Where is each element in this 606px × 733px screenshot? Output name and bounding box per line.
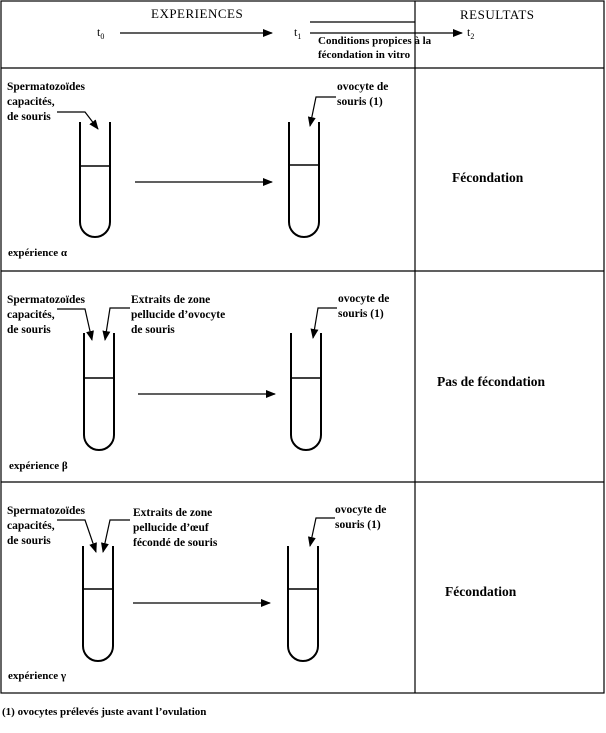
sperm-pointer	[57, 519, 97, 553]
result-label: Pas de fécondation	[437, 374, 545, 389]
sperm-label: Spermatozoïdes capacités, de souris	[7, 294, 85, 336]
test-tube-left	[82, 546, 114, 662]
row-gamma-drawing	[82, 546, 319, 662]
test-tube-left	[79, 122, 111, 238]
resultats-heading: RESULTATS	[460, 7, 535, 22]
oocyte-label: ovocyte de souris (1)	[338, 293, 390, 320]
oocyte-label: ovocyte de souris (1)	[337, 81, 389, 108]
footnote: (1) ovocytes prélevés juste avant l’ovul…	[2, 706, 207, 718]
row-alpha-arrows	[57, 96, 336, 186]
experiment-label: expérience α	[8, 247, 67, 259]
time-label-t1: t1	[294, 25, 302, 41]
extract-label: Extraits de zone pellucide d’ovocyte de …	[131, 294, 226, 336]
sperm-pointer	[57, 111, 99, 130]
extract-label: Extraits de zone pellucide d’œuf fécondé…	[133, 507, 218, 549]
experiment-label: expérience β	[9, 460, 68, 472]
oocyte-pointer	[310, 307, 337, 339]
sperm-label: Spermatozoïdes capacités, de souris	[7, 505, 85, 547]
extract-pointer	[102, 307, 130, 341]
time-label-t0: t0	[97, 25, 105, 41]
table-border	[0, 0, 605, 694]
experiment-label: expérience γ	[8, 670, 66, 682]
result-label: Fécondation	[445, 584, 517, 599]
oocyte-pointer	[307, 96, 336, 127]
row-alpha-drawing	[79, 122, 320, 238]
oocyte-pointer	[307, 517, 335, 547]
row-beta-arrows	[57, 307, 337, 398]
test-tube-right	[288, 122, 320, 238]
experiences-heading: EXPERIENCES	[151, 6, 244, 21]
test-tube-right	[287, 546, 319, 662]
result-label: Fécondation	[452, 170, 524, 185]
time-label-t2: t2	[467, 25, 475, 41]
oocyte-label: ovocyte de souris (1)	[335, 504, 387, 531]
conditions-label: Conditions propices à la fécondation in …	[318, 35, 432, 61]
sperm-label: Spermatozoïdes capacités, de souris	[7, 81, 85, 123]
test-tube-right	[290, 333, 322, 451]
extract-pointer	[101, 519, 130, 553]
row-gamma-arrows	[57, 517, 335, 607]
test-tube-left	[83, 333, 115, 451]
table-grid	[0, 0, 605, 694]
sperm-pointer	[57, 308, 94, 341]
row-beta-drawing	[83, 333, 322, 451]
